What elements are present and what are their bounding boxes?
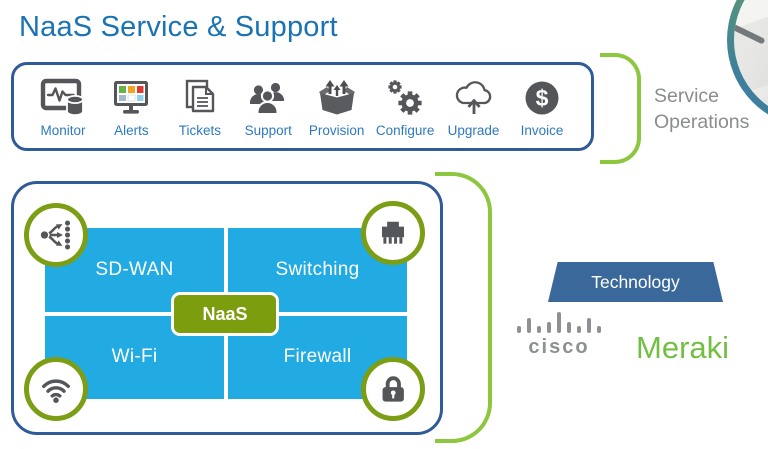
service-item-label: Configure <box>375 123 435 138</box>
wifi-icon <box>42 379 70 403</box>
quadrant-label: SD-WAN <box>95 258 174 280</box>
service-item-label: Invoice <box>520 123 564 138</box>
quadrant-label: Wi-Fi <box>111 346 158 368</box>
service-item-label: Alerts <box>114 123 149 138</box>
naas-panel: SD-WAN Switching Wi-Fi Firewall NaaS <box>11 181 443 435</box>
service-item-upgrade: Upgrade <box>441 77 507 138</box>
service-item-tickets: Tickets <box>167 77 233 138</box>
service-item-support: Support <box>235 77 301 138</box>
support-icon <box>250 82 285 115</box>
service-item-configure: Configure <box>372 77 438 138</box>
provision-icon <box>318 80 355 115</box>
lock-circle <box>361 357 425 421</box>
quadrant-label: Firewall <box>283 346 352 368</box>
meraki-wordmark: Meraki <box>636 330 730 365</box>
configure-icon <box>388 80 422 115</box>
service-item-label: Support <box>244 123 292 138</box>
service-operations-bracket <box>600 53 641 164</box>
service-operations-label: Service Operations <box>654 85 750 133</box>
technology-bracket <box>435 172 492 443</box>
naas-center-badge: NaaS <box>171 292 279 336</box>
cisco-logo: cisco <box>514 311 604 359</box>
photo-streak <box>734 0 768 103</box>
upgrade-icon <box>455 81 491 114</box>
service-item-provision: Provision <box>304 77 370 138</box>
cisco-wordmark: cisco <box>528 336 590 358</box>
service-item-invoice: $ Invoice <box>509 77 575 138</box>
technology-banner-label: Technology <box>591 271 680 292</box>
monitor-icon <box>40 78 84 116</box>
svg-text:$: $ <box>536 85 549 111</box>
service-operations-panel: Monitor Alerts <box>11 62 594 151</box>
tickets-icon <box>185 79 215 113</box>
invoice-icon: $ <box>525 81 559 115</box>
distribution-circle <box>24 203 88 267</box>
technology-banner: Technology <box>548 262 723 302</box>
ethernet-circle <box>361 201 425 265</box>
lock-icon <box>382 376 404 402</box>
quadrant-label: Switching <box>275 258 360 280</box>
page-title: NaaS Service & Support <box>19 11 338 43</box>
ethernet-icon <box>382 221 404 244</box>
service-item-label: Monitor <box>40 123 86 138</box>
cisco-bars-icon <box>514 311 604 333</box>
wifi-circle <box>24 357 88 421</box>
service-item-label: Provision <box>308 123 365 138</box>
alerts-icon <box>114 81 149 114</box>
service-item-monitor: Monitor <box>30 77 96 138</box>
service-item-alerts: Alerts <box>98 77 164 138</box>
service-item-label: Upgrade <box>447 123 500 138</box>
service-item-label: Tickets <box>178 123 221 138</box>
distribution-icon <box>40 220 71 250</box>
